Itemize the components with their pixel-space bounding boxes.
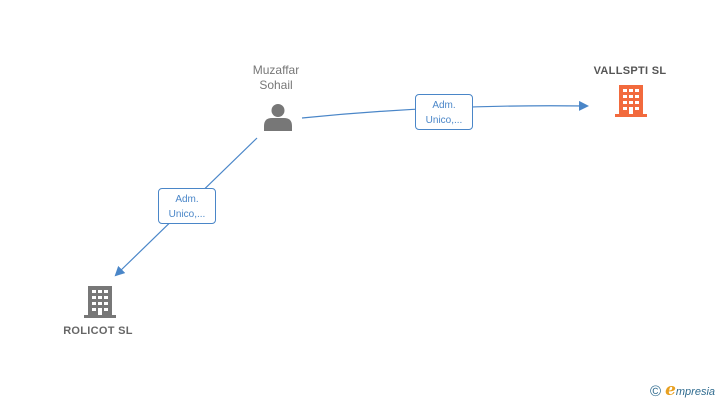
edge-label-detail: Unico,... (425, 115, 463, 126)
person-icon[interactable] (264, 104, 292, 131)
edge-label-rolicot[interactable]: Adm. Unico,... (158, 188, 216, 224)
brand-logo[interactable]: ©empresia (650, 380, 716, 400)
brand-initial: e (665, 380, 676, 400)
copyright-icon: © (650, 383, 662, 400)
building-icon-vallspti[interactable] (615, 85, 647, 117)
person-name-label[interactable]: Muzaffar Sohail (226, 63, 326, 93)
company-label-rolicot[interactable]: ROLICOT SL (63, 325, 133, 337)
edge-label-detail: Unico,... (168, 209, 206, 220)
edge-label-role: Adm. (175, 194, 199, 205)
building-icon-rolicot[interactable] (84, 286, 116, 318)
brand-name: mpresia (675, 386, 716, 398)
company-label-vallspti[interactable]: VALLSPTI SL (593, 65, 667, 77)
edge-label-vallspti[interactable]: Adm. Unico,... (415, 94, 473, 130)
edge-label-role: Adm. (432, 100, 456, 111)
person-name-line1: Muzaffar (252, 63, 300, 77)
person-name-line2: Sohail (259, 78, 293, 92)
